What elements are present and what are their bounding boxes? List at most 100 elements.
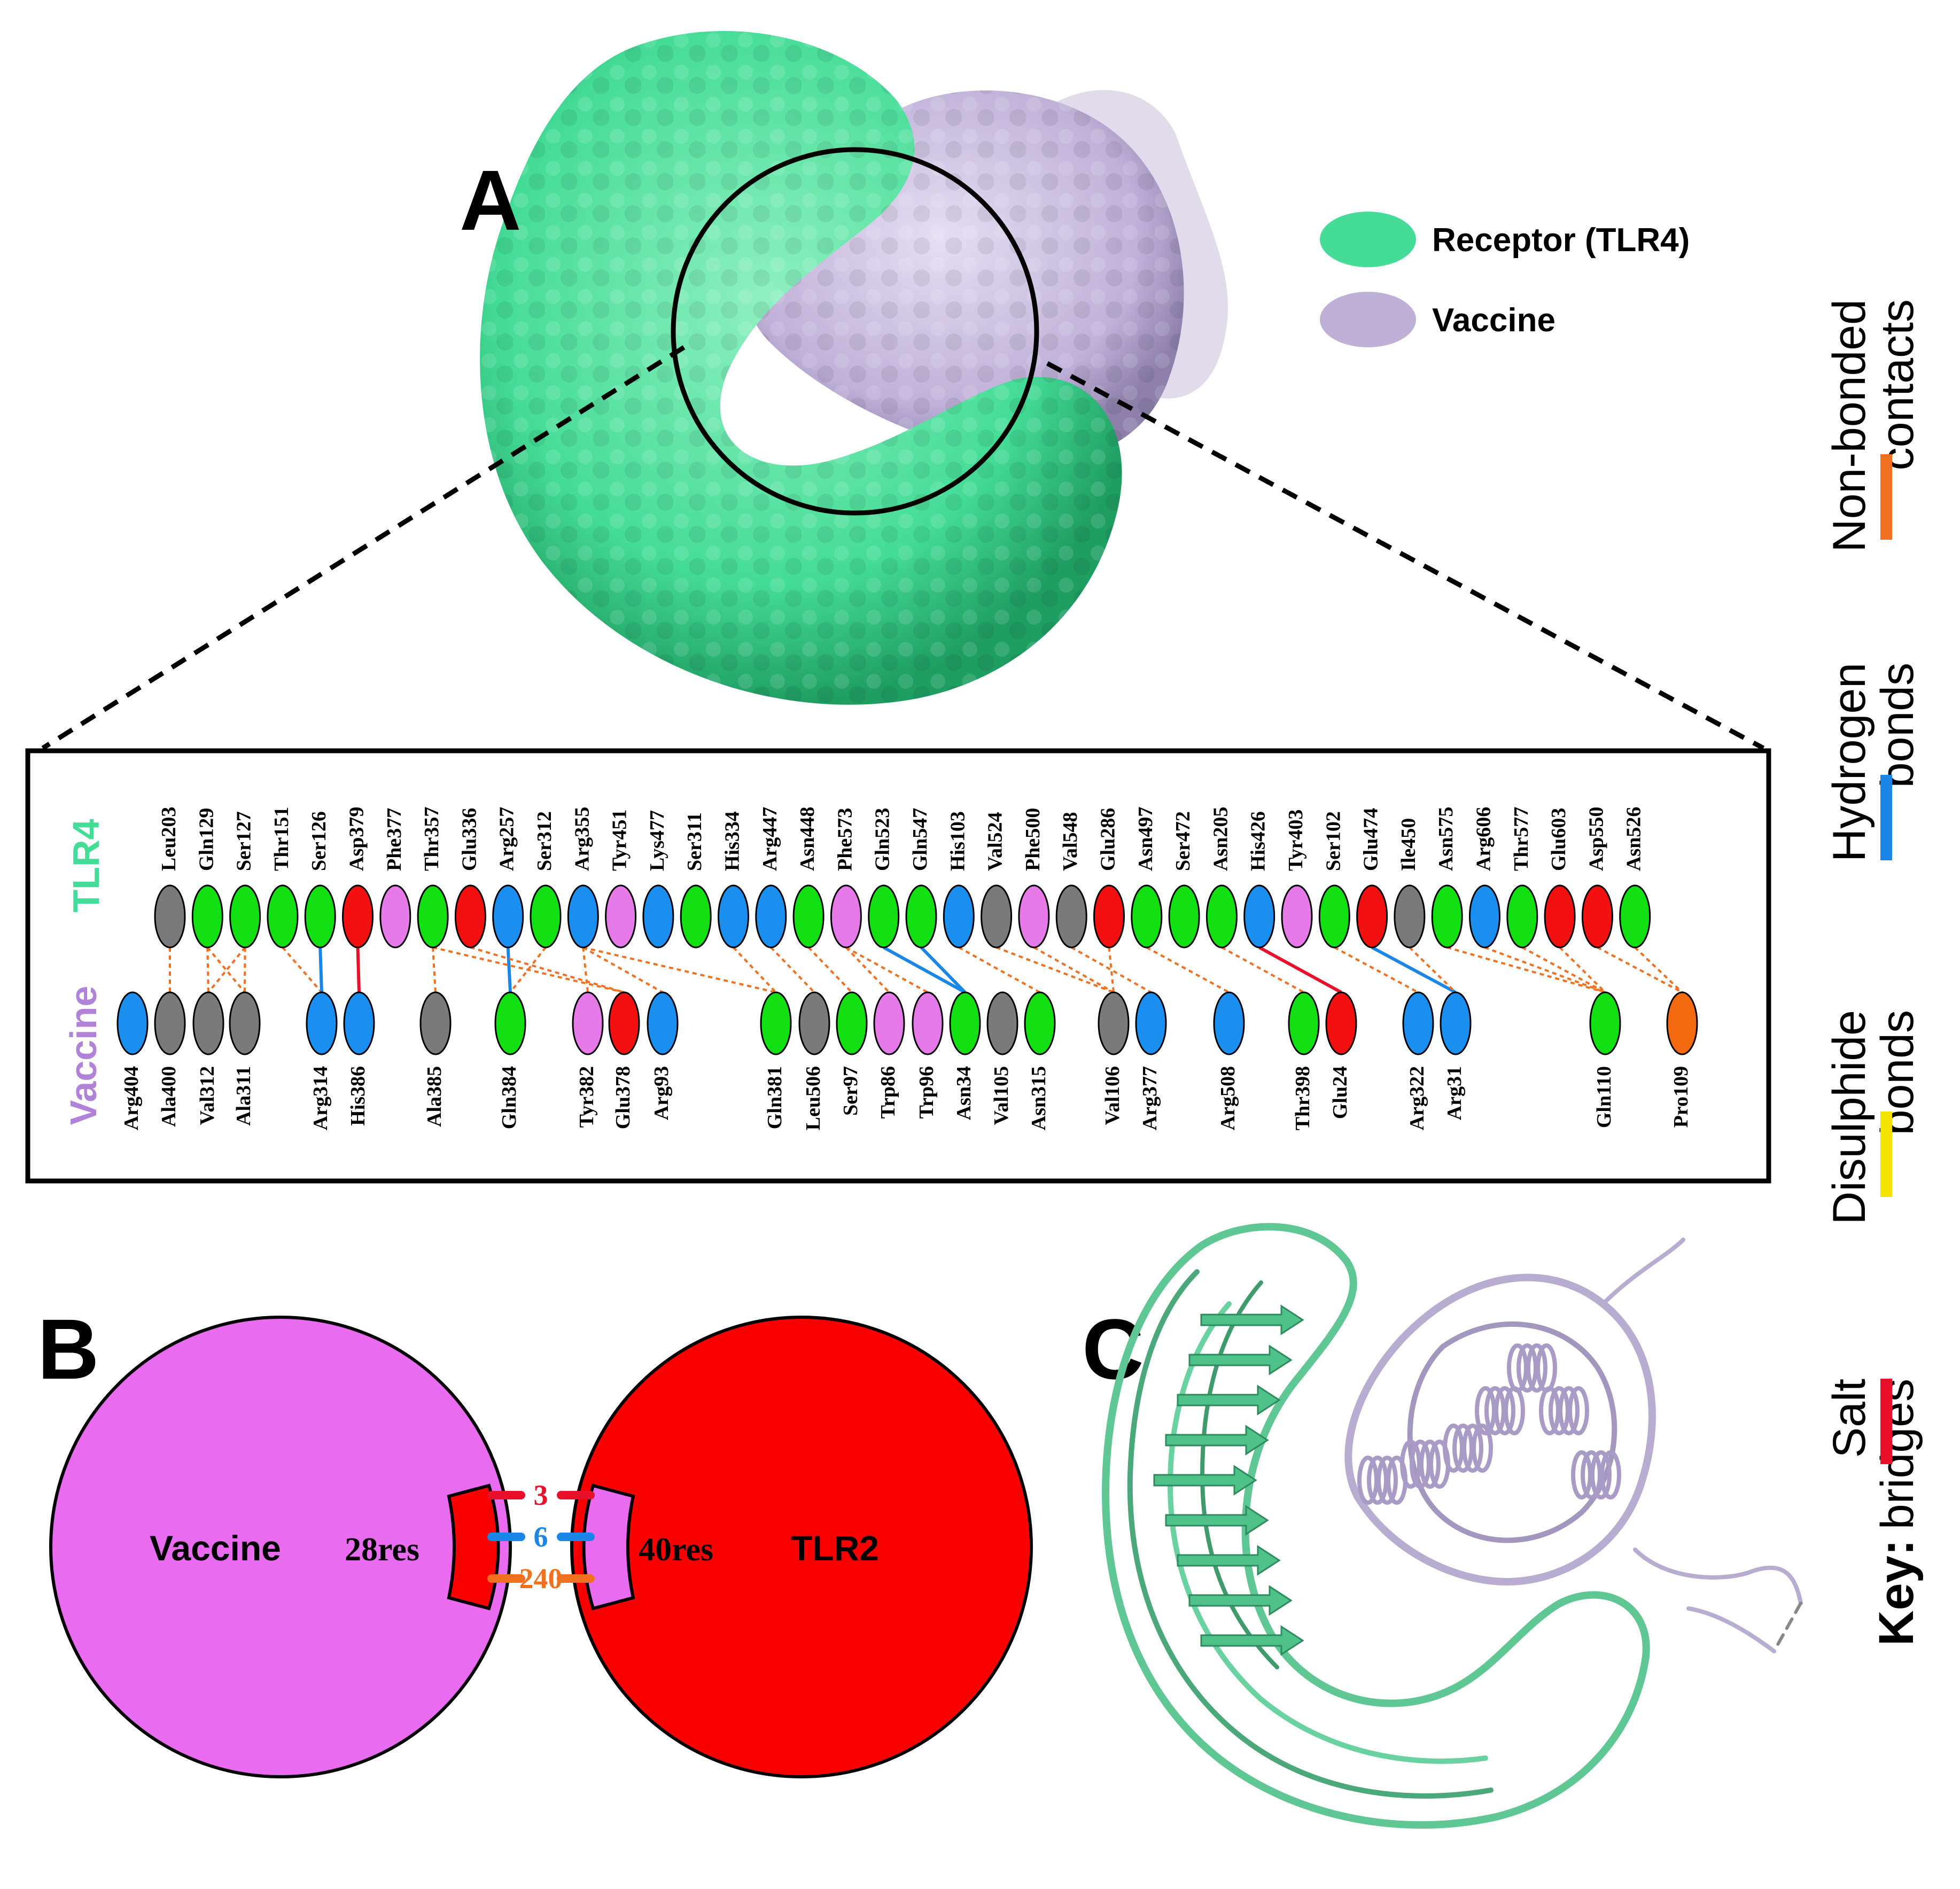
contact-line xyxy=(920,946,967,994)
tlr4-residue-label: Arg257 xyxy=(496,807,518,871)
vaccine-residue-node xyxy=(1288,991,1320,1055)
beta-strand-arrow xyxy=(1165,1505,1269,1536)
vaccine-residue-node xyxy=(836,991,868,1055)
tlr4-residue-label: His426 xyxy=(1247,811,1270,871)
interaction-count-salt: 3 xyxy=(534,1479,548,1511)
receptor-cartoon xyxy=(1102,1223,1650,1829)
tlr4-residue-node xyxy=(642,884,674,949)
vaccine-residue-label: Val105 xyxy=(990,1066,1013,1125)
tlr4-residue-label: Gln547 xyxy=(909,808,931,871)
vaccine-residue-node xyxy=(419,991,452,1055)
contact-line xyxy=(432,947,437,993)
tlr4-residue-node xyxy=(981,884,1013,949)
vaccine-residue-node xyxy=(192,991,224,1055)
beta-strand-arrow xyxy=(1177,1545,1281,1576)
vaccine-residue-node xyxy=(912,991,944,1055)
vaccine-residue-label: Leu506 xyxy=(802,1066,825,1130)
vaccine-residue-node xyxy=(608,991,640,1055)
key-title: Key: xyxy=(1869,1540,1924,1646)
legend-vaccine-label: Vaccine xyxy=(1432,302,1555,339)
contact-line xyxy=(206,946,246,993)
tlr4-residue-label: Asn448 xyxy=(796,807,819,871)
legend-receptor-swatch xyxy=(1320,212,1416,267)
panel-label-a: A xyxy=(460,152,522,248)
contact-line xyxy=(582,946,663,993)
helix-turn xyxy=(1600,1450,1621,1499)
tlr4-residue-label: Arg606 xyxy=(1473,807,1495,871)
tlr4-residue-label: Asn526 xyxy=(1623,807,1645,871)
vaccine-cartoon xyxy=(1344,1273,1656,1586)
contact-line xyxy=(845,946,928,993)
tlr4-residue-node xyxy=(830,884,862,949)
contact-line xyxy=(807,946,853,993)
vaccine-residue-node xyxy=(116,991,149,1055)
helix-turn xyxy=(1494,1386,1515,1435)
tlr4-residue-label: Val548 xyxy=(1059,812,1082,871)
vaccine-helices xyxy=(1357,1343,1621,1505)
vaccine-residue-label: Gln110 xyxy=(1593,1066,1615,1128)
row-label-tlr4: TLR4 xyxy=(65,819,107,912)
tlr4-residue-node xyxy=(154,884,186,949)
key-item-line1: Hydrogen xyxy=(1824,663,1875,862)
vaccine-circle xyxy=(49,1316,512,1778)
tlr4-residue-label: His334 xyxy=(721,811,744,871)
contact-line xyxy=(470,946,625,993)
tlr4-residue-node xyxy=(342,884,374,949)
contact-line xyxy=(1371,946,1457,994)
tlr4-residue-node xyxy=(1581,884,1613,949)
vaccine-residue-node xyxy=(1440,991,1472,1055)
tlr4-residue-label: Ser127 xyxy=(233,811,255,871)
tlr4-residue-label: Leu203 xyxy=(158,807,180,871)
helix-turn xyxy=(1376,1456,1398,1505)
vaccine-residue-label: Arg404 xyxy=(120,1066,143,1130)
tlr4-residue-node xyxy=(191,884,223,949)
tlr2-circle-label: TLR2 xyxy=(791,1528,879,1568)
key-item-line1: Non-bonded xyxy=(1824,299,1875,552)
contact-lines xyxy=(169,946,1683,994)
tlr4-residue-node xyxy=(1093,884,1125,949)
vaccine-circle-label: Vaccine xyxy=(150,1528,281,1568)
tlr4-residue-node xyxy=(1431,884,1463,949)
contact-line xyxy=(509,946,547,993)
contact-line xyxy=(845,946,890,993)
vaccine-residue-node xyxy=(1024,991,1056,1055)
vaccine-residue-label: Arg314 xyxy=(309,1066,332,1130)
beta-strand-arrow xyxy=(1153,1465,1257,1496)
beta-strand-arrow xyxy=(1165,1425,1269,1456)
helix-turn xyxy=(1568,1386,1589,1435)
tlr4-residue-node xyxy=(304,884,336,949)
vaccine-residue-label: Trp86 xyxy=(877,1066,899,1119)
tlr4-residue-label: Thr151 xyxy=(270,807,293,871)
vaccine-residue-node xyxy=(647,991,679,1055)
contact-line xyxy=(958,946,1040,993)
tlr4-residue-node xyxy=(1619,884,1651,949)
key-item-line1: Salt xyxy=(1824,1379,1875,1458)
tlr4-residue-node xyxy=(1281,884,1313,949)
vaccine-residue-label: Ser97 xyxy=(839,1066,862,1116)
vaccine-residue-node xyxy=(343,991,375,1055)
tlr2-circle xyxy=(570,1316,1033,1778)
vaccine-residue-label: Asn315 xyxy=(1028,1066,1050,1130)
vaccine-residue-node xyxy=(1589,991,1621,1055)
vaccine-residue-node xyxy=(154,991,186,1055)
tlr4-residue-label: Asp379 xyxy=(346,807,368,871)
tlr4-residue-label: Phe573 xyxy=(834,808,856,871)
vaccine-residue-node xyxy=(760,991,792,1055)
contact-line xyxy=(506,947,512,993)
tlr4-residue-label: Asn205 xyxy=(1209,807,1232,871)
vaccine-residue-label: Gln384 xyxy=(498,1066,520,1129)
tlr4-residue-label: Asp550 xyxy=(1585,807,1607,871)
tlr4-residue-node xyxy=(868,884,900,949)
tlr4-residue-label: His103 xyxy=(946,811,969,871)
vaccine-residue-label: Arg322 xyxy=(1406,1066,1428,1130)
contact-line xyxy=(1258,946,1342,994)
contact-line xyxy=(206,947,209,993)
tlr4-residue-node xyxy=(1205,884,1238,949)
panel-label-b: B xyxy=(37,1301,99,1397)
tlr4-residue-label: Gln129 xyxy=(195,808,217,871)
tlr4-residue-node xyxy=(1544,884,1576,949)
tlr4-residue-label: Tyr451 xyxy=(609,810,631,871)
